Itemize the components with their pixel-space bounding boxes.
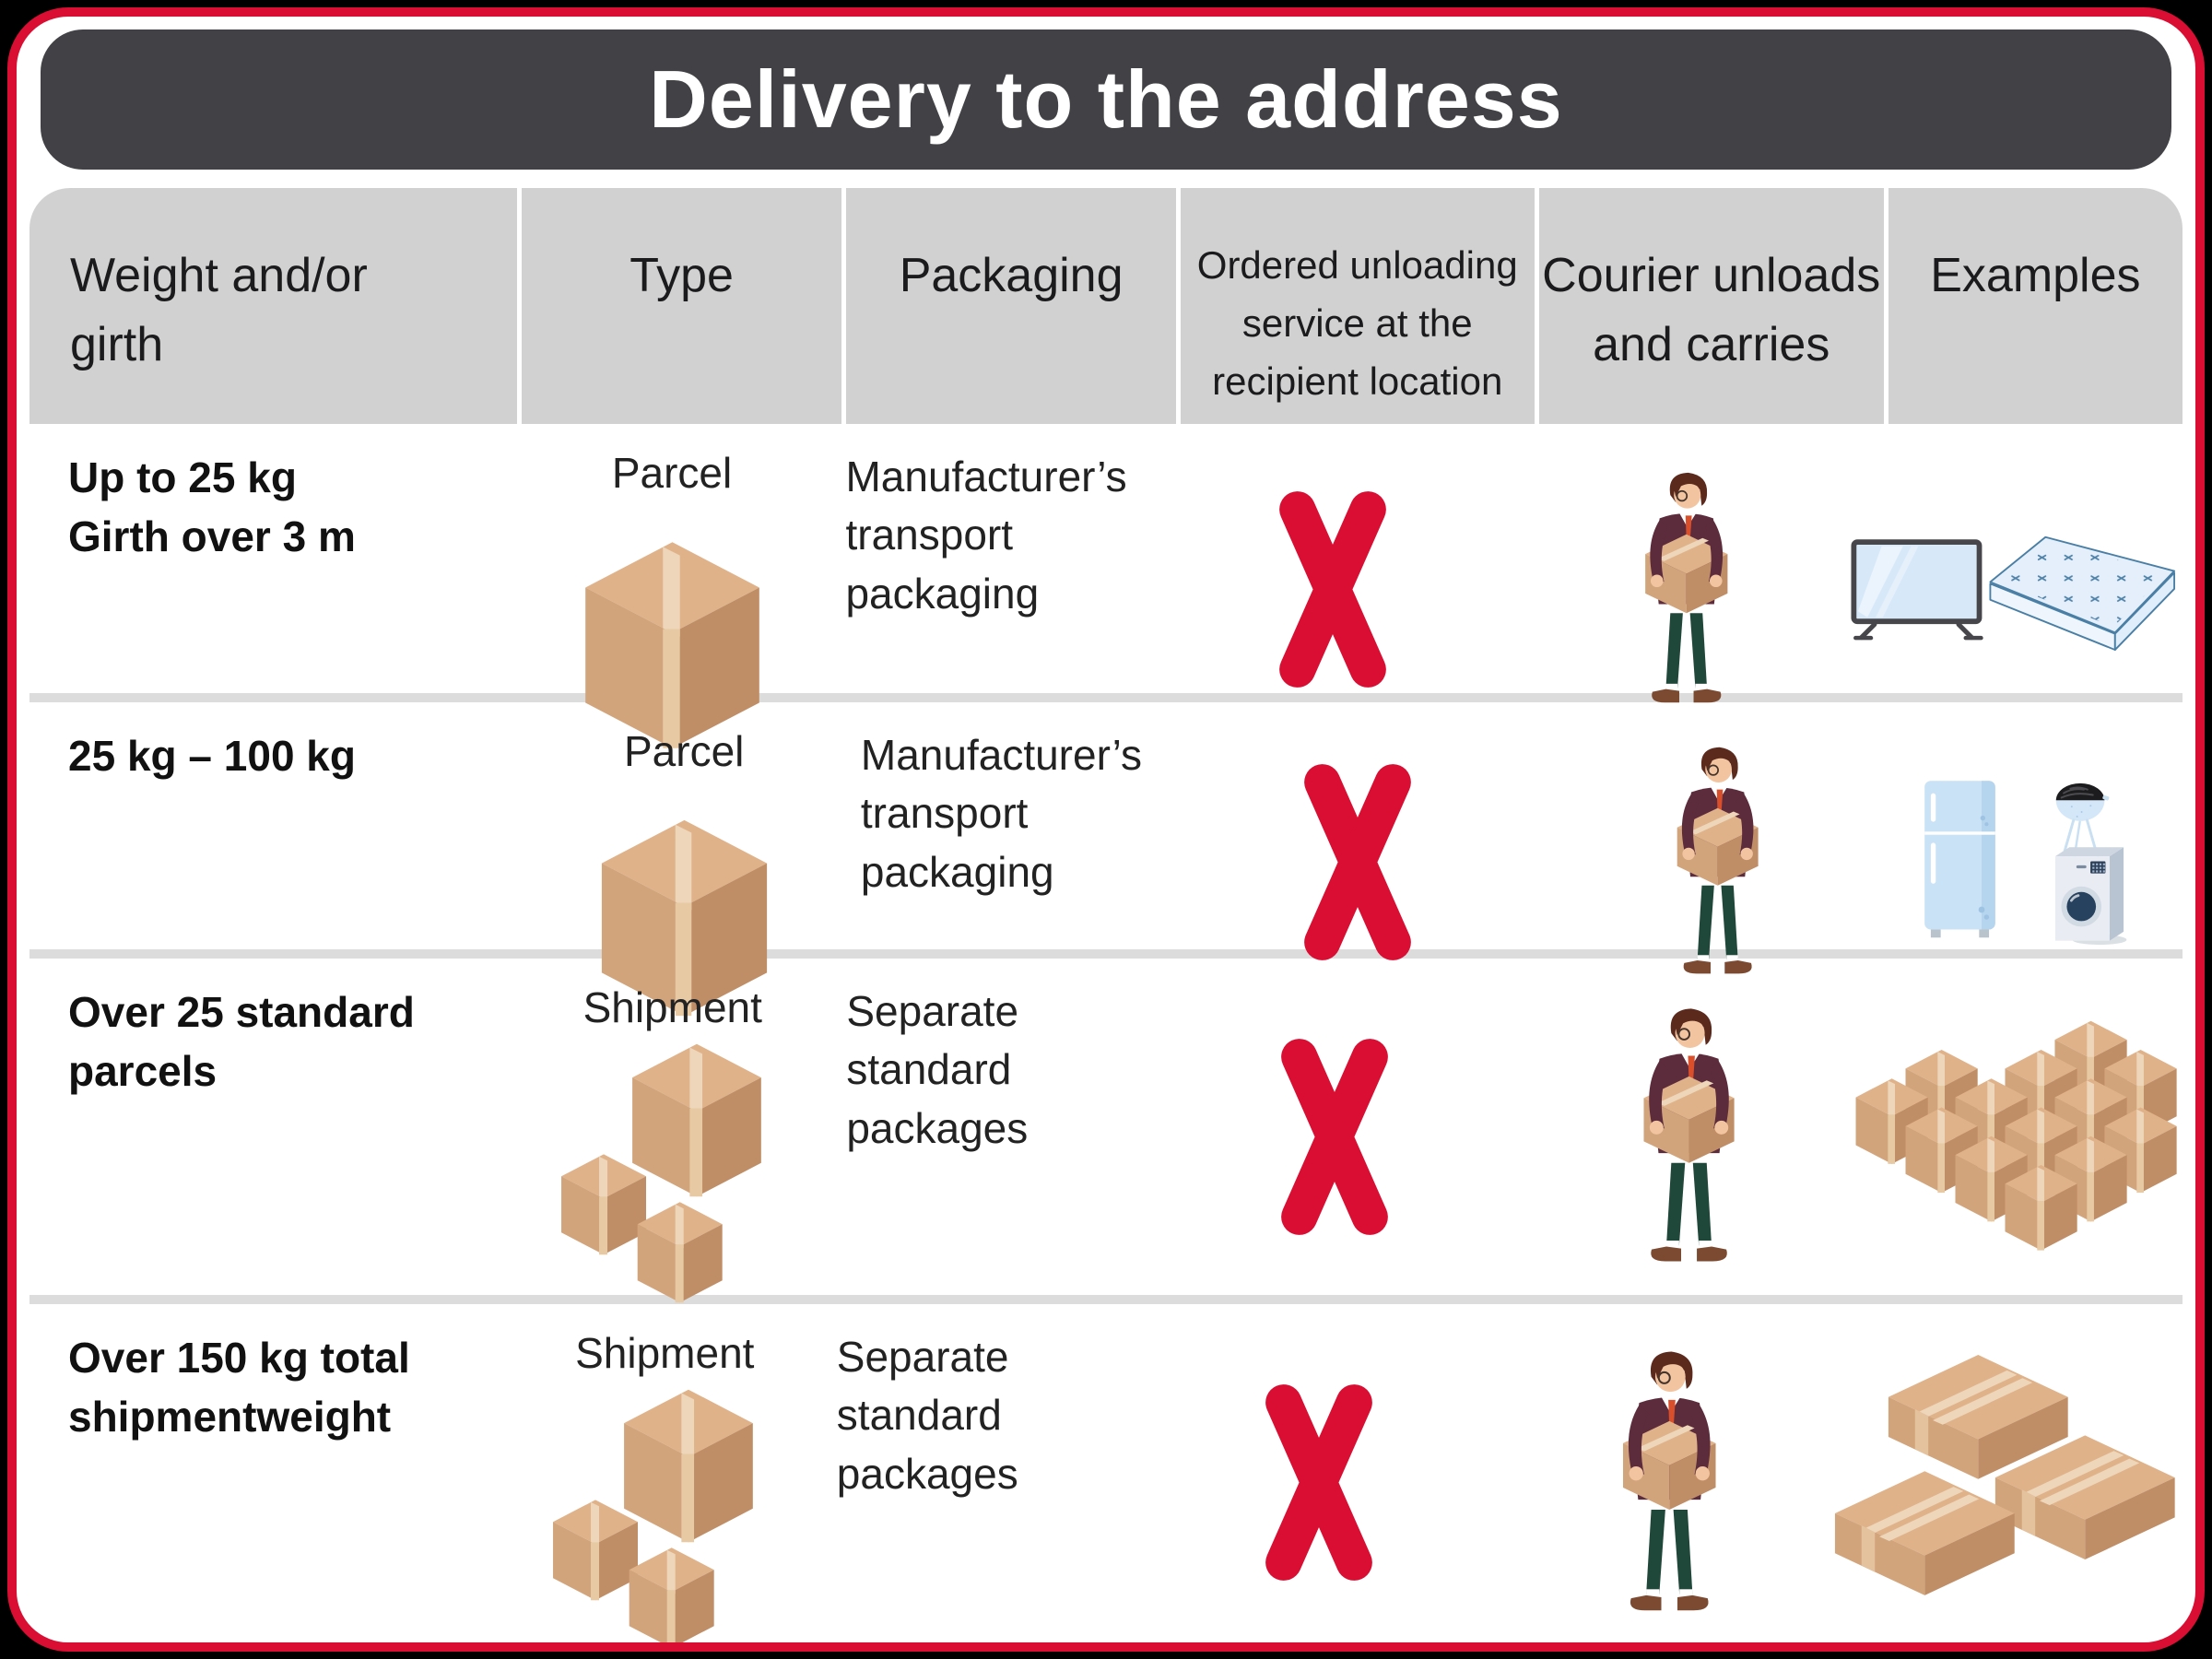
title-bar: Delivery to the address	[41, 29, 2171, 170]
parcel-group-icon	[553, 1389, 754, 1642]
red-cross-icon	[1270, 1038, 1399, 1236]
table-header-row: Weight and/or girth Type Packaging Order…	[29, 188, 2183, 424]
tv-icon	[1853, 542, 1981, 638]
packaging-cell: Separate standard packages	[846, 987, 1029, 1152]
table-body: Up to 25 kg Girth over 3 m Parcel Manufa…	[29, 424, 2183, 1642]
packaging-cell: Manufacturer’s transport packaging	[845, 453, 1127, 618]
red-cross-icon	[1268, 490, 1397, 688]
courier-carrying-parcel-icon	[1591, 1347, 1732, 1618]
infographic-frame: Delivery to the address Weight and/or gi…	[7, 7, 2205, 1652]
table-row: Over 150 kg total shipmentweight Shipmen…	[29, 1304, 2183, 1642]
fridge-icon	[1924, 781, 1995, 938]
row-divider	[29, 693, 2183, 702]
parcel-group-icon	[560, 1043, 761, 1303]
packaging-cell: Separate standard packages	[836, 1333, 1018, 1498]
courier-carrying-parcel-icon	[1649, 743, 1772, 981]
examples-cell	[1853, 959, 2183, 1314]
courier-cell	[1511, 959, 1853, 1314]
packaging-cell: Manufacturer’s transport packaging	[860, 731, 1142, 896]
parcel-stack-icon	[1855, 1020, 2177, 1251]
weight-cell: Over 150 kg total shipmentweight	[68, 1334, 410, 1441]
row-divider	[29, 949, 2183, 959]
unloading-service-cell	[1145, 1304, 1492, 1652]
column-header-weight: Weight and/or girth	[29, 188, 517, 424]
type-label: Shipment	[575, 1329, 755, 1377]
page-title: Delivery to the address	[649, 53, 1563, 145]
weight-cell: Up to 25 kg Girth over 3 m	[68, 453, 356, 561]
examples-illustration	[1851, 535, 2176, 651]
unloading-service-cell	[1159, 959, 1510, 1314]
red-cross-icon	[1293, 763, 1422, 961]
courier-carrying-parcel-icon	[1617, 468, 1742, 710]
row-divider	[29, 1295, 2183, 1304]
examples-cell	[1830, 1304, 2183, 1642]
column-header-examples: Examples	[1888, 188, 2183, 424]
red-cross-icon	[1254, 1383, 1383, 1582]
examples-illustration	[1924, 781, 2128, 946]
type-label: Shipment	[582, 983, 762, 1031]
weight-cell: Over 25 standard parcels	[68, 988, 415, 1096]
table-row: 25 kg – 100 kg Parcel Manufacturer’s tra…	[29, 702, 2183, 949]
column-header-type: Type	[521, 188, 842, 424]
column-header-unloading-service: Ordered unloading service at the recipie…	[1180, 188, 1535, 424]
type-cell: Shipment	[508, 1304, 822, 1642]
type-cell: Shipment	[513, 959, 831, 1314]
courier-carrying-parcel-icon	[1612, 1004, 1750, 1269]
three-large-parcels-icon	[1834, 1354, 2175, 1595]
mattress-icon	[1989, 535, 2176, 651]
weight-cell: 25 kg – 100 kg	[68, 732, 356, 780]
type-label: Parcel	[624, 727, 745, 775]
type-cell: Parcel	[513, 424, 831, 754]
table-row: Over 25 standard parcels Shipment Separa…	[29, 959, 2183, 1303]
type-cell: Parcel	[523, 702, 846, 1021]
courier-cell	[1492, 1304, 1830, 1652]
column-header-packaging: Packaging	[846, 188, 1176, 424]
washing-machine-icon	[2053, 845, 2128, 946]
column-header-courier: Courier unloads and carries	[1538, 188, 1884, 424]
type-label: Parcel	[611, 449, 733, 497]
table-row: Up to 25 kg Girth over 3 m Parcel Manufa…	[29, 424, 2183, 693]
